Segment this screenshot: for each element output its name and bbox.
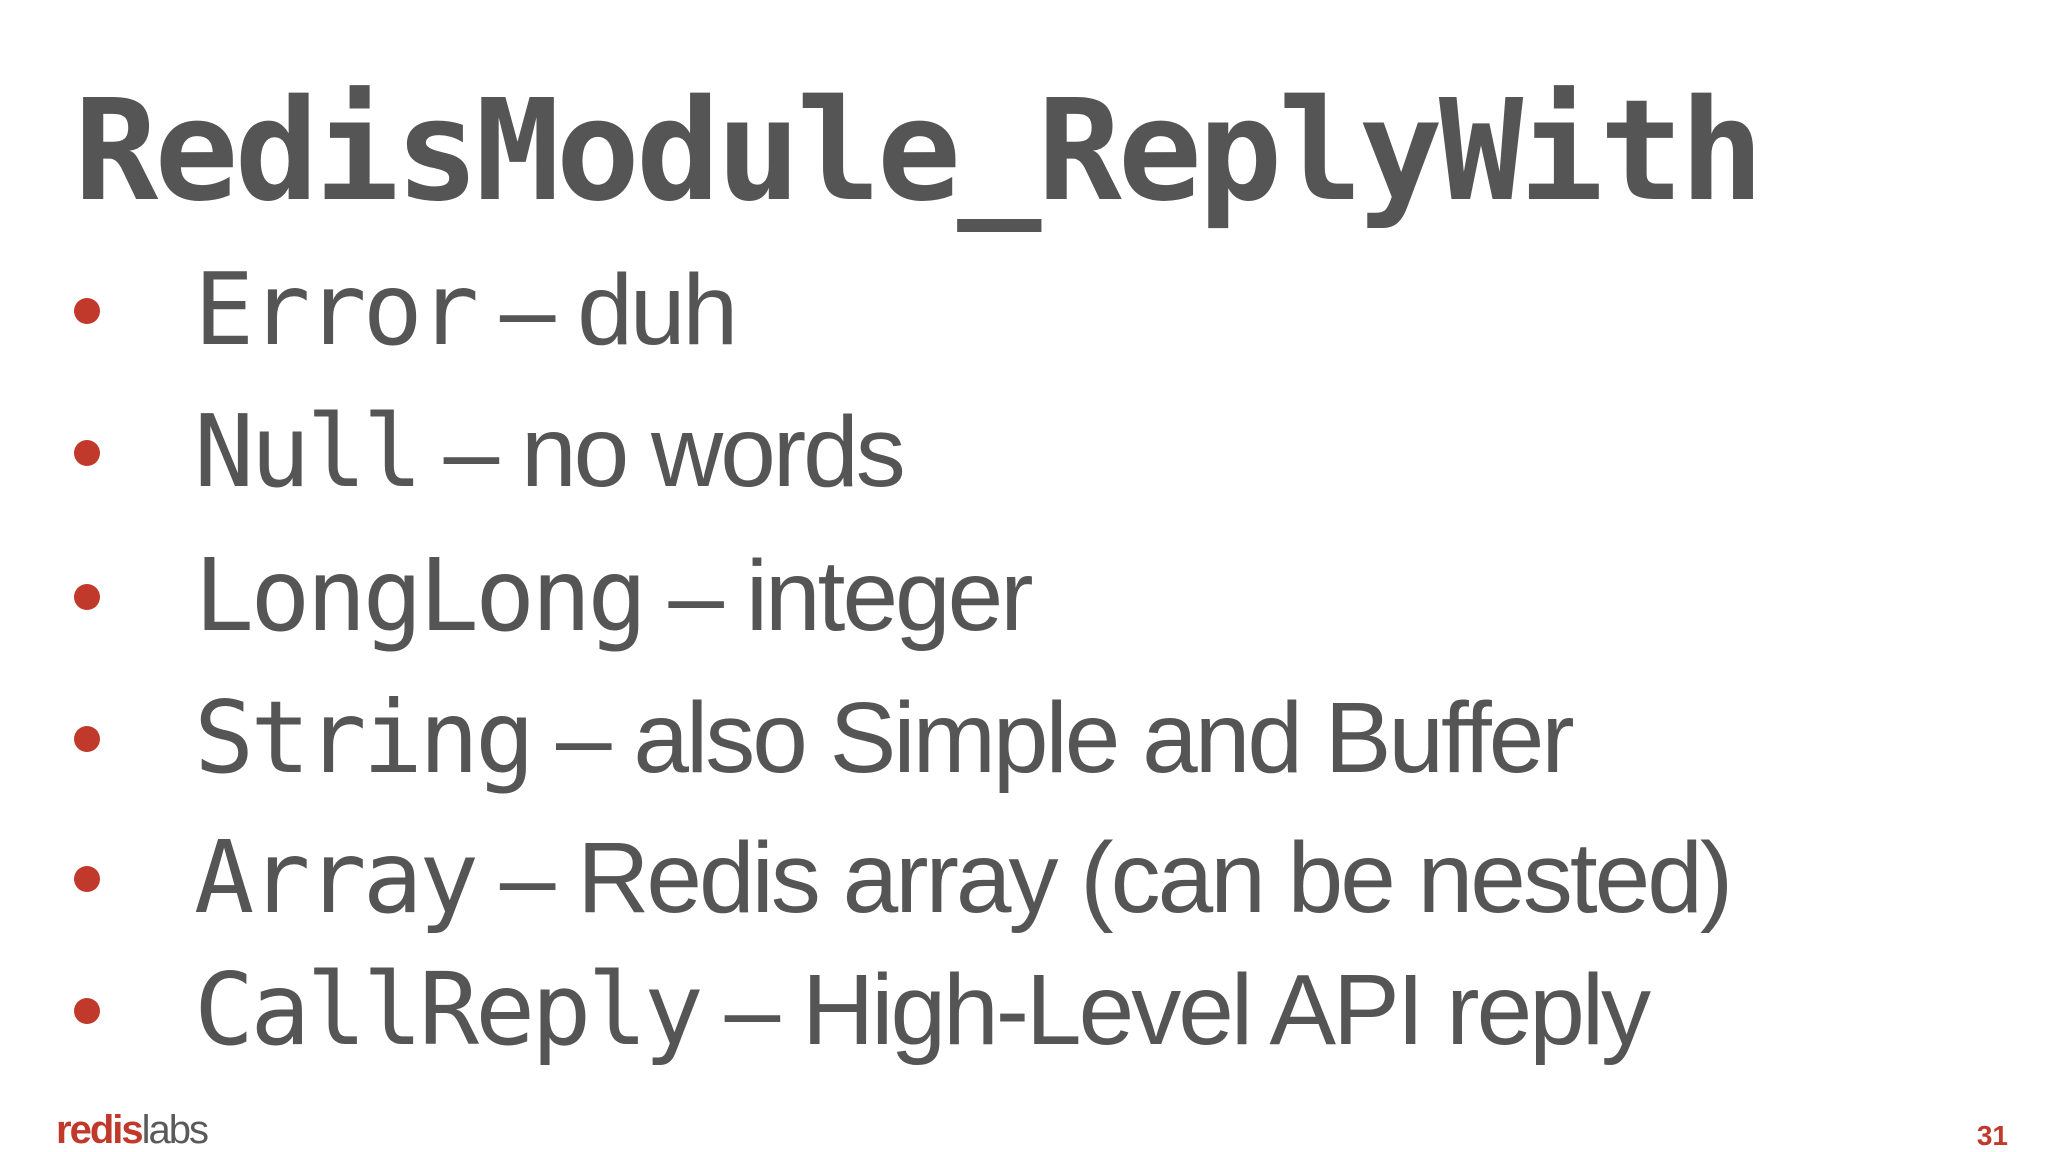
bullet-description: – integer (643, 540, 1033, 652)
page-number: 31 (1976, 1120, 2008, 1151)
bullet-description: – Redis array (can be nested) (475, 822, 1733, 934)
bullet-item-array: Array – Redis array (can be nested) (0, 818, 2000, 938)
bullet-description: – no words (418, 396, 906, 508)
bullet-text: String – also Simple and Buffer (194, 678, 1575, 798)
bullet-item-null: Null – no words (0, 392, 2000, 512)
bullet-code: Array (194, 819, 479, 936)
bullet-item-error: Error – duh (0, 250, 2000, 370)
bullet-code: String (194, 679, 535, 796)
bullet-code: Null (194, 393, 423, 510)
bullet-dot-icon (74, 998, 100, 1024)
bullet-dot-icon (74, 584, 100, 610)
bullet-text: CallReply – High-Level API reply (194, 950, 1651, 1070)
bullet-code: LongLong (194, 537, 648, 654)
bullet-description: – High-Level API reply (699, 954, 1651, 1066)
bullet-dot-icon (74, 726, 100, 752)
bullet-description: – duh (475, 254, 738, 366)
bullet-item-callreply: CallReply – High-Level API reply (0, 950, 2000, 1070)
bullet-description: – also Simple and Buffer (531, 682, 1575, 794)
bullet-dot-icon (74, 440, 100, 466)
bullet-item-string: String – also Simple and Buffer (0, 678, 2000, 798)
redislabs-logo: redislabs (56, 1108, 209, 1152)
bullet-text: LongLong – integer (194, 536, 1034, 656)
bullet-text: Array – Redis array (can be nested) (194, 818, 1733, 938)
bullet-dot-icon (74, 298, 100, 324)
bullet-text: Error – duh (194, 250, 738, 370)
logo-text-labs: labs (141, 1108, 209, 1152)
bullet-text: Null – no words (194, 392, 906, 512)
bullet-dot-icon (74, 866, 100, 892)
bullet-code: Error (194, 251, 479, 368)
logo-text-redis: redis (56, 1108, 144, 1152)
bullet-item-longlong: LongLong – integer (0, 536, 2000, 656)
bullet-code: CallReply (194, 951, 704, 1068)
slide-title: RedisModule_ReplyWith (74, 70, 1764, 233)
